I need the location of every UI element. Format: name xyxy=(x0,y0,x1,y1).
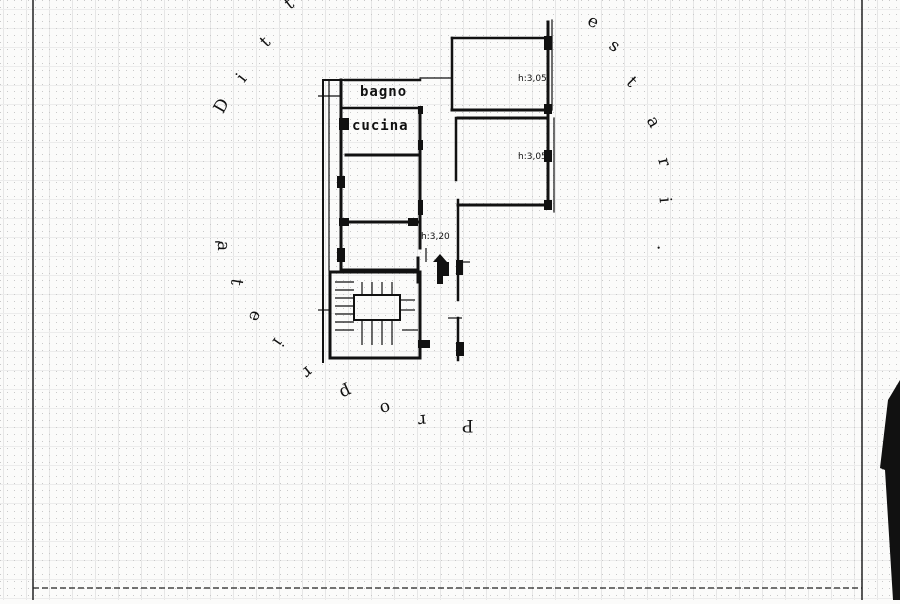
stamp-letter: r xyxy=(417,409,427,431)
stamp-letter: P xyxy=(462,415,474,435)
height-label-corridor: h:3,20 xyxy=(421,232,450,242)
sheet-border xyxy=(32,0,863,600)
entrance-arrow-icon xyxy=(433,254,447,284)
stair-treads xyxy=(335,281,415,345)
plan-ticks xyxy=(318,95,470,331)
door-jambs xyxy=(337,36,552,356)
room-label-bagno: bagno xyxy=(360,84,408,100)
room-label-cucina: cucina xyxy=(352,118,409,134)
edge-scan-mark xyxy=(880,380,900,600)
height-label-upper-room: h:3,05 xyxy=(518,74,547,84)
plan-walls xyxy=(322,19,555,363)
stamp-letter: ' xyxy=(202,239,223,245)
height-label-middle-room: h:3,05 xyxy=(518,152,547,162)
